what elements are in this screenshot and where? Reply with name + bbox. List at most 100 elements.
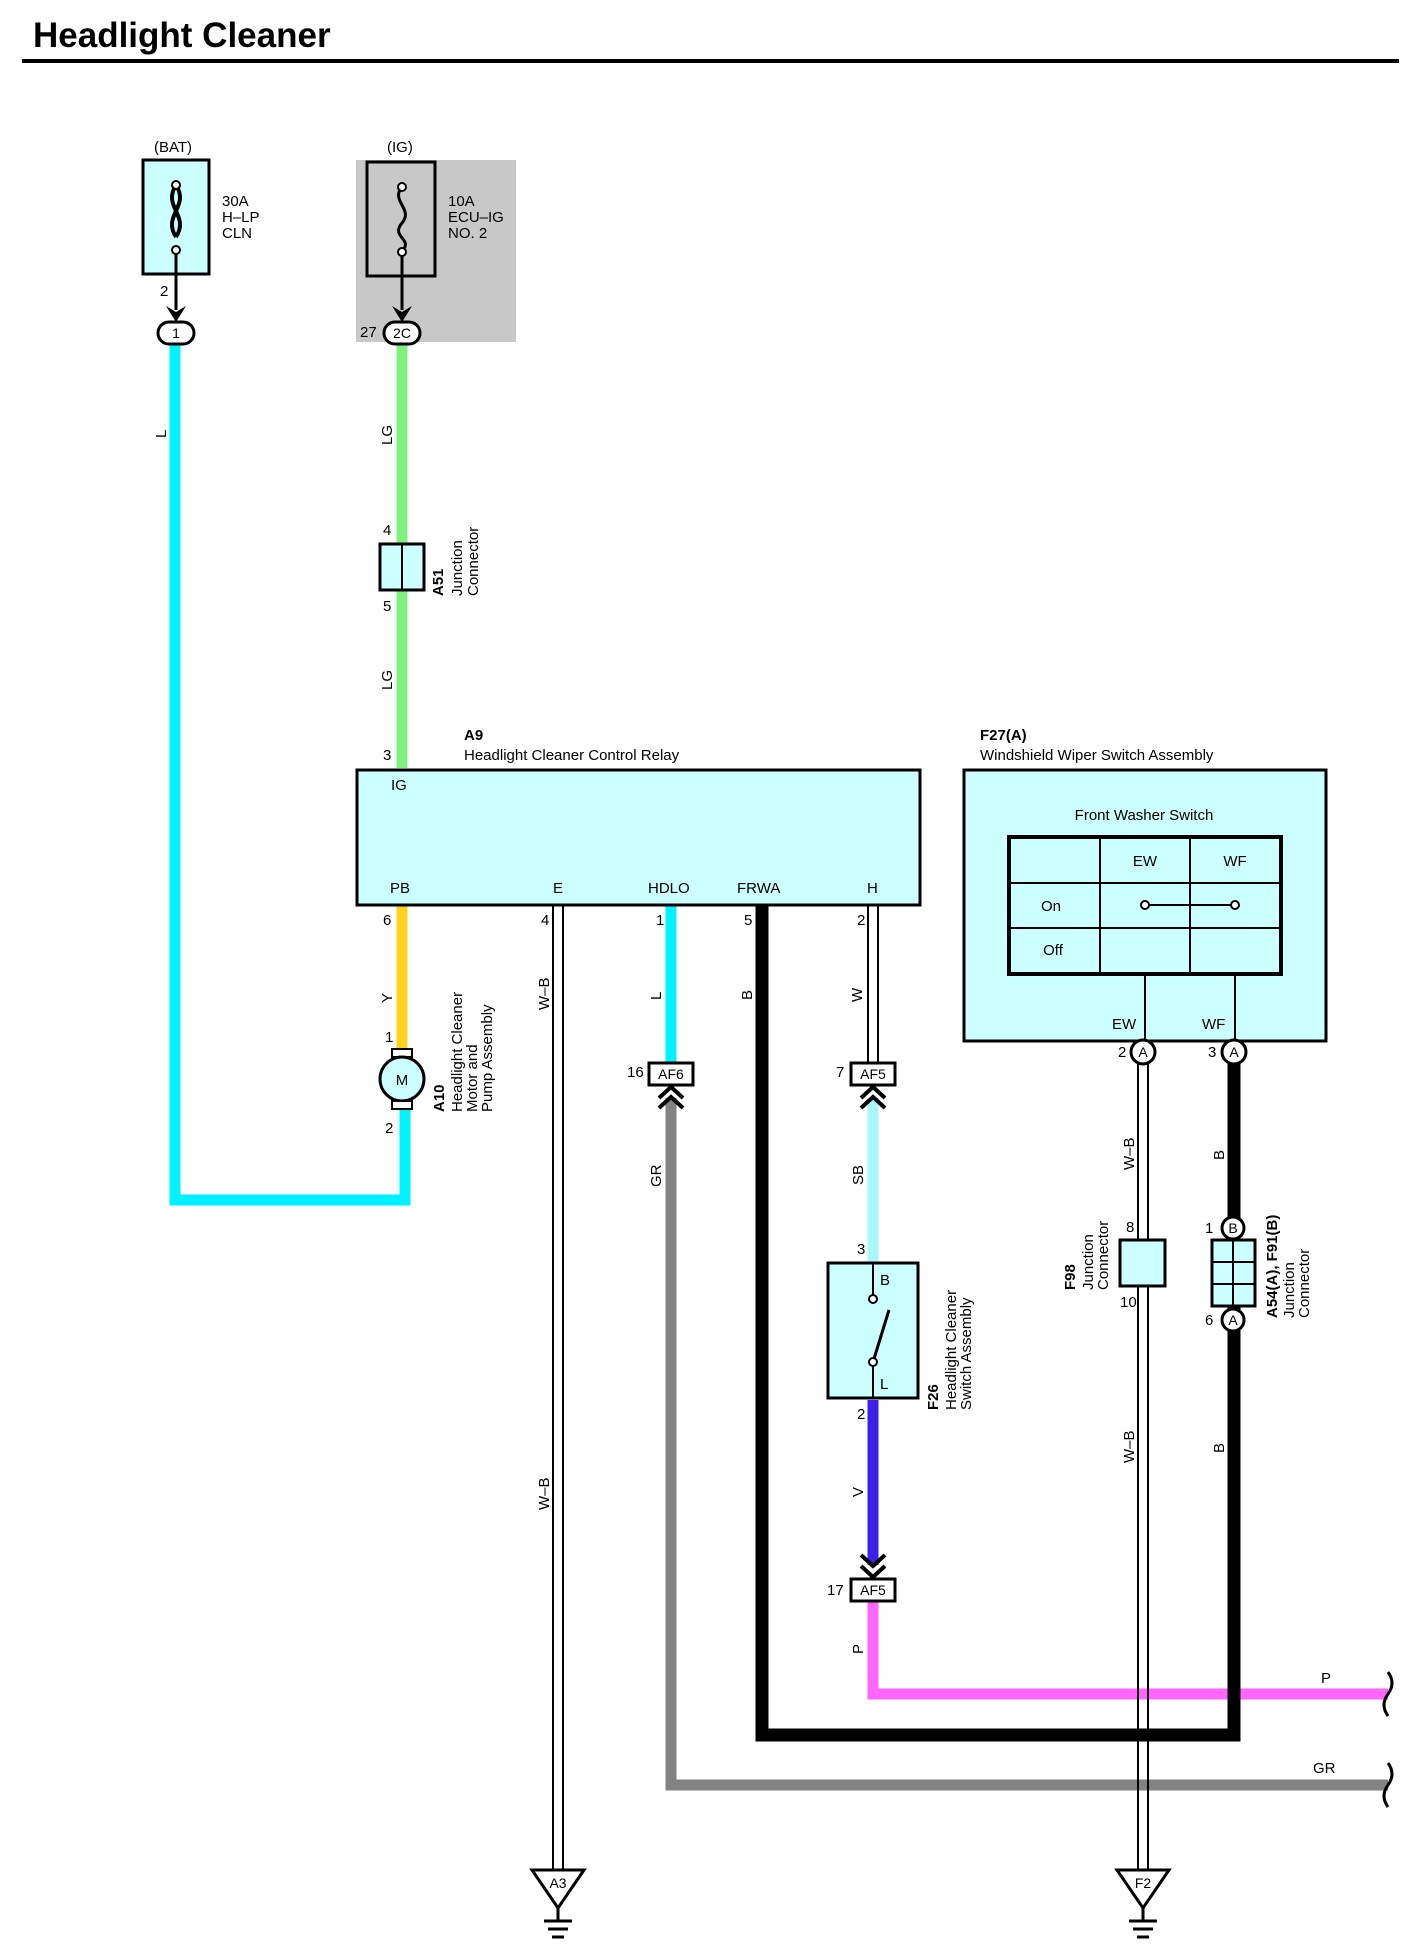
ground-f2-label: F2 <box>1135 1875 1152 1891</box>
a10-name3: Pump Assembly <box>479 1004 496 1112</box>
f26-pin-top: 3 <box>857 1241 865 1258</box>
wire-wb-e <box>552 905 564 1870</box>
a9-pin-hdlo-num: 1 <box>656 912 664 929</box>
label-wire-b3: B <box>1211 1443 1228 1453</box>
wires <box>169 344 1388 1791</box>
label-wire-w: W <box>849 987 866 1002</box>
a51-junction: 4 5 A51 Junction Connector <box>378 522 482 615</box>
a10-name2: Motor and <box>464 1044 481 1112</box>
f27-conn-wf-label: A <box>1229 1044 1239 1060</box>
af6-pin: 16 <box>627 1064 644 1081</box>
f26-name1: Headlight Cleaner <box>943 1290 960 1410</box>
a54-name2: Connector <box>1296 1249 1313 1318</box>
label-wire-v: V <box>850 1487 867 1497</box>
af5-bot-connector: 17 AF5 <box>827 1553 897 1603</box>
a51-pin-bot: 5 <box>383 598 391 615</box>
break-mark-p <box>1382 1671 1394 1717</box>
f27-switch-title: Front Washer Switch <box>1075 807 1214 824</box>
f27-name: Windshield Wiper Switch Assembly <box>980 747 1214 764</box>
f98-pin-top: 8 <box>1126 1219 1134 1236</box>
label-wire-lg2: LG <box>379 670 396 690</box>
f27-num-wf: 3 <box>1208 1044 1216 1061</box>
wire-gr <box>665 1098 1388 1791</box>
wire-p <box>867 1600 1388 1700</box>
a10-pin-top: 1 <box>385 1029 393 1046</box>
f27-conn-wf <box>1220 1038 1248 1066</box>
f27-col-ew: EW <box>1133 853 1158 870</box>
a9-pin-e: E <box>553 880 563 897</box>
af5-bot-chevron <box>859 1553 887 1580</box>
f98-name1: Junction <box>1080 1234 1097 1290</box>
a9-pin-h: H <box>867 880 878 897</box>
fuse-ig-rating: 10A <box>448 193 475 210</box>
f27-row-on: On <box>1041 898 1061 915</box>
fuse-bat-source: (BAT) <box>154 139 192 156</box>
page-title: Headlight Cleaner <box>33 16 331 55</box>
fuse-ig-name2: NO. 2 <box>448 225 487 242</box>
f27-pin-wf: WF <box>1202 1016 1225 1033</box>
f27-code: F27(A) <box>980 727 1027 744</box>
f27-switch-assembly: F27(A) Windshield Wiper Switch Assembly … <box>962 727 1328 1066</box>
f27-row-off: Off <box>1043 942 1064 959</box>
label-wire-wb4: W–B <box>1121 1430 1138 1463</box>
af6-chevron <box>657 1084 685 1110</box>
af5-bot-box <box>849 1577 897 1603</box>
fuse-ig-conn-label: 2C <box>393 325 411 341</box>
fuse-bat-arrow <box>166 306 186 322</box>
a10-name1: Headlight Cleaner <box>449 992 466 1112</box>
label-wire-l2: L <box>648 992 665 1000</box>
f27-pin-ew: EW <box>1112 1016 1137 1033</box>
f98-code: F98 <box>1062 1264 1079 1290</box>
fuse-bat-pin: 2 <box>160 283 168 300</box>
label-wire-gr: GR <box>648 1164 665 1187</box>
a9-code: A9 <box>464 727 483 744</box>
af6-connector: 16 AF6 <box>627 1061 695 1110</box>
ground-a3: A3 <box>529 1868 587 1939</box>
fuse-ig-pin: 27 <box>360 324 377 341</box>
ground-icon <box>1114 1868 1172 1911</box>
ground-icon <box>529 1868 587 1911</box>
a51-code: A51 <box>430 568 447 596</box>
wire-wb-ew <box>1137 1063 1149 1870</box>
a54-junction: 1 B 6 A A54(A), F91(B) Junction Connecto… <box>1205 1215 1313 1333</box>
a10-code: A10 <box>431 1084 448 1112</box>
af5-top-connector: 7 AF5 <box>836 1061 897 1110</box>
f27-col-wf: WF <box>1223 853 1246 870</box>
a54-conn-top-label: B <box>1228 1220 1237 1236</box>
fuse-bat-conn <box>156 320 196 346</box>
a54-pin-bot: 6 <box>1205 1312 1213 1329</box>
f26-code: F26 <box>925 1384 942 1410</box>
f26-switch: 3 B L 2 F26 Headlight Cleaner Switch Ass… <box>826 1241 975 1423</box>
f26-pin-bot: 2 <box>857 1406 865 1423</box>
fuse-ig-arrow <box>392 306 412 322</box>
ground-a3-label: A3 <box>549 1875 566 1891</box>
label-wire-y: Y <box>379 993 396 1003</box>
a9-pin-pb-num: 6 <box>383 912 391 929</box>
af6-code: AF6 <box>658 1066 684 1082</box>
label-wire-wb3: W–B <box>1121 1137 1138 1170</box>
a9-box <box>355 768 922 907</box>
fuse-bat: (BAT) 30A H–LP CLN 2 1 <box>141 139 260 346</box>
a54-conn-bot-label: A <box>1228 1312 1238 1328</box>
switch-icon <box>871 1309 891 1363</box>
label-wire-b2: B <box>1211 1150 1228 1160</box>
label-wire-l1: L <box>153 430 170 438</box>
label-wire-p-out: P <box>1321 1670 1331 1687</box>
a10-symbol: M <box>396 1072 409 1089</box>
f26-name2: Switch Assembly <box>958 1297 975 1410</box>
label-wire-p: P <box>850 1644 867 1654</box>
a9-pin-pb: PB <box>390 880 410 897</box>
a54-name1: Junction <box>1281 1262 1298 1318</box>
ground-f2: F2 <box>1114 1868 1172 1939</box>
f98-junction: 8 10 F98 Junction Connector <box>1062 1219 1167 1311</box>
a9-pin-ig: IG <box>391 777 407 794</box>
fuse-bat-name2: CLN <box>222 225 252 242</box>
af5-top-chevron <box>859 1084 887 1110</box>
break-mark-gr <box>1382 1762 1394 1808</box>
a51-pin-top: 4 <box>383 522 391 539</box>
f26-term-b: B <box>880 1272 890 1289</box>
a10-pin-bot: 2 <box>385 1120 393 1137</box>
a9-name: Headlight Cleaner Control Relay <box>464 747 680 764</box>
fuse-bat-name1: H–LP <box>222 209 260 226</box>
